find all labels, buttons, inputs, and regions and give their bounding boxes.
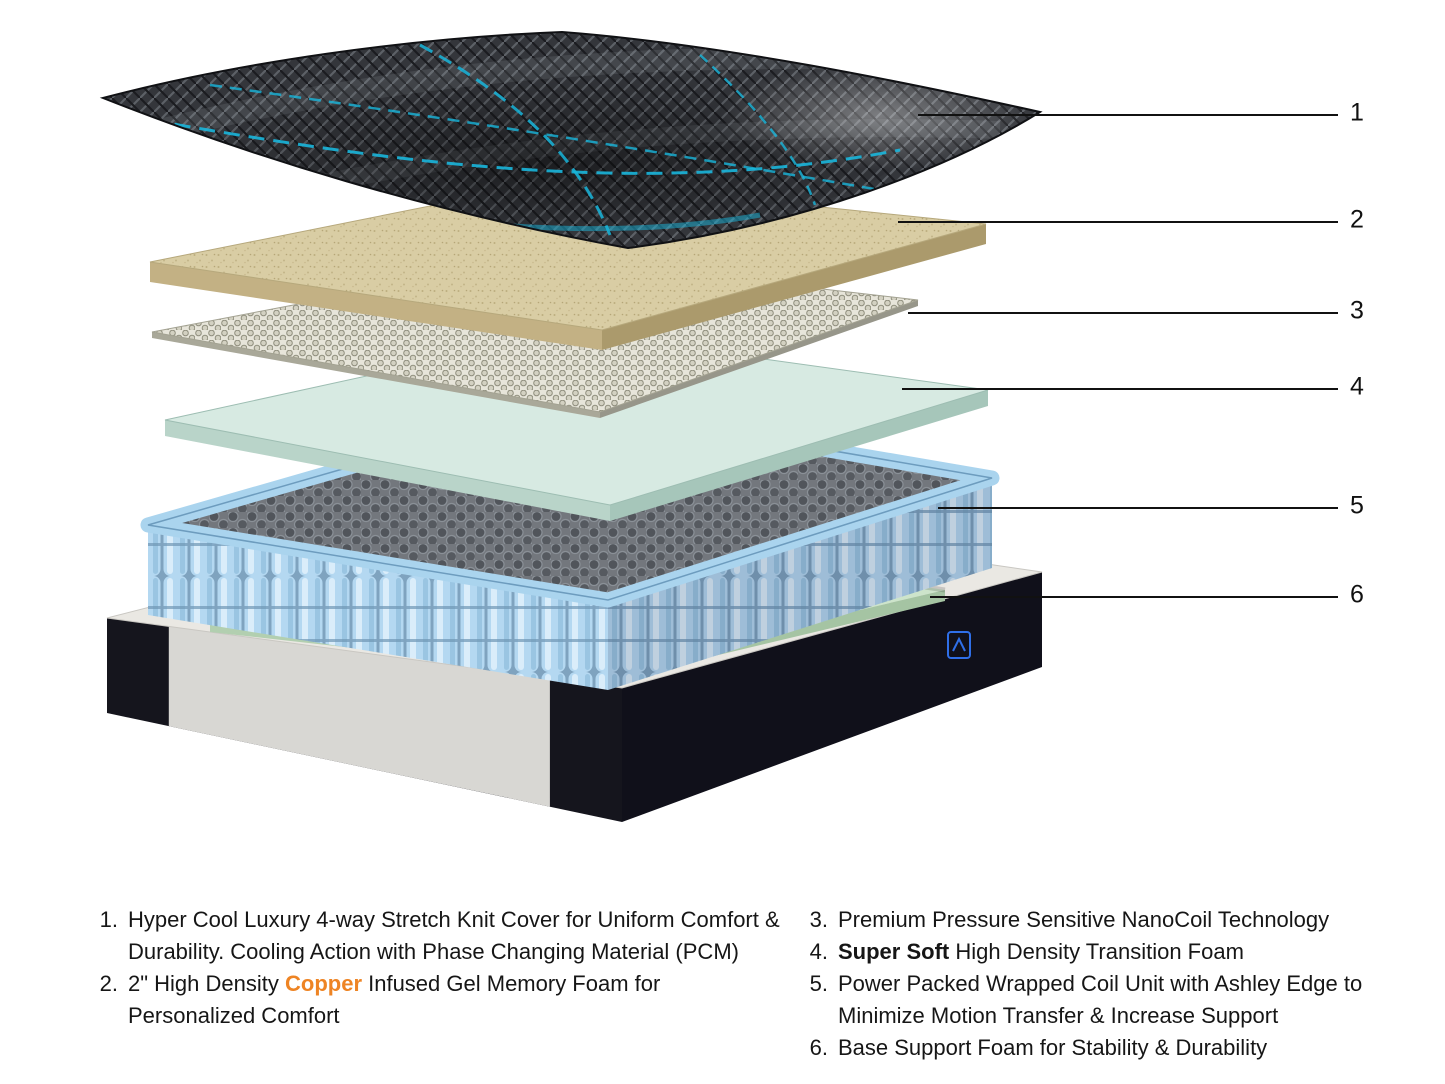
legend-item-2: 2. 2" High Density Copper Infused Gel Me… [88,968,788,1032]
legend-item-number: 2. [99,971,118,996]
legend-item-4: 4. Super Soft High Density Transition Fo… [798,936,1380,968]
callout-number: 5 [1350,491,1364,520]
legend-item-number: 6. [809,1035,828,1060]
legend-item-number: 5. [809,971,828,996]
callout-number: 1 [1350,98,1364,127]
bold-highlight-text: Super Soft [838,939,950,964]
brand-logo-icon [947,631,971,659]
copper-highlight-text: Copper [285,971,362,996]
legend-item-3: 3. Premium Pressure Sensitive NanoCoil T… [798,904,1380,936]
callout-number: 4 [1350,372,1364,401]
legend-item-1: 1. Hyper Cool Luxury 4-way Stretch Knit … [88,904,788,968]
legend-item-number: 3. [809,907,828,932]
legend-item-number: 4. [809,939,828,964]
legend-item-text: Base Support Foam for Stability & Durabi… [838,1035,1268,1060]
legend-column-right: 3. Premium Pressure Sensitive NanoCoil T… [798,904,1380,1064]
callout-line [938,507,1338,509]
legend-item-text: Hyper Cool Luxury 4-way Stretch Knit Cov… [128,907,780,964]
callout-number: 3 [1350,296,1364,325]
legend-item-text: 2" High Density Copper Infused Gel Memor… [128,971,661,1028]
legend-item-number: 1. [99,907,118,932]
callout-line [902,388,1338,390]
legend-item-text: Premium Pressure Sensitive NanoCoil Tech… [838,907,1330,932]
legend-item-text: Super Soft High Density Transition Foam [838,939,1244,964]
callout-line [930,596,1338,598]
callout-number: 6 [1350,580,1364,609]
legend-item-text: Power Packed Wrapped Coil Unit with Ashl… [838,971,1363,1028]
legend-item-5: 5. Power Packed Wrapped Coil Unit with A… [798,968,1380,1032]
callout-line [918,114,1338,116]
callout-line [898,221,1338,223]
callout-line [908,312,1338,314]
mattress-diagram [99,30,1043,822]
legend-item-6: 6. Base Support Foam for Stability & Dur… [798,1032,1380,1064]
callout-number: 2 [1350,205,1364,234]
legend-column-left: 1. Hyper Cool Luxury 4-way Stretch Knit … [88,904,788,1032]
